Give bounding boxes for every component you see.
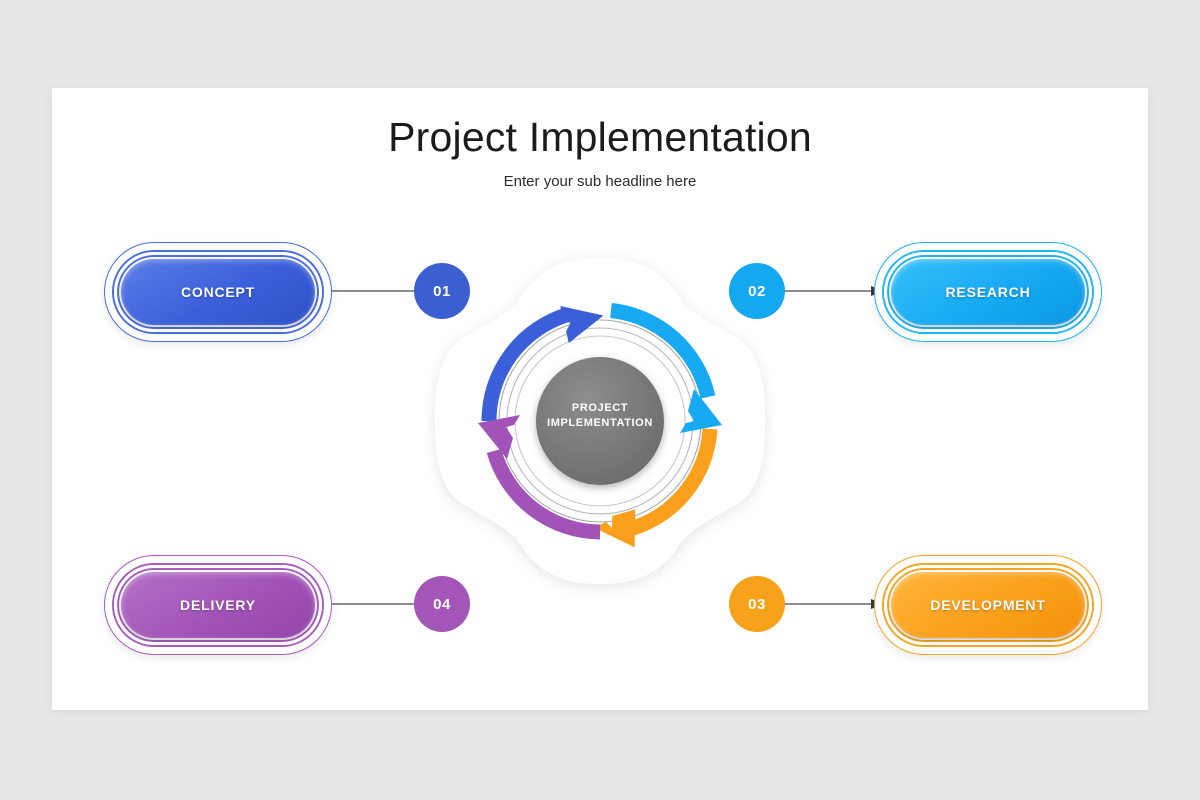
concept-arc-icon [481, 305, 604, 422]
step-badge-03-label: 03 [748, 595, 766, 613]
hub-label-line1: PROJECT [571, 402, 629, 414]
step-button-development[interactable]: DEVELOPMENT [874, 555, 1102, 655]
page-title: Project Implementation [388, 114, 812, 160]
research-arc-icon [610, 303, 722, 433]
step-badge-04-label: 04 [433, 595, 451, 613]
step-badge-04[interactable]: 04 [414, 576, 470, 632]
step-badge-01[interactable]: 01 [414, 263, 470, 319]
step-button-concept-ring [114, 252, 322, 332]
development-arc-icon [594, 428, 718, 548]
step-badge-02[interactable]: 02 [729, 263, 785, 319]
step-button-development-ring [884, 565, 1092, 645]
step-button-delivery-label: DELIVERY [121, 572, 315, 638]
page-subtitle: Enter your sub headline here [503, 173, 697, 190]
step-badge-03[interactable]: 03 [729, 576, 785, 632]
step-badge-01-label: 01 [433, 282, 451, 300]
step-button-development-label: DEVELOPMENT [891, 572, 1085, 638]
connector-arrow-development [782, 597, 884, 611]
slide-canvas: Project Implementation Enter your sub he… [52, 88, 1148, 710]
step-button-delivery[interactable]: DELIVERY [104, 555, 332, 655]
hub-label-line2: IMPLEMENTATION [547, 417, 653, 429]
step-badge-02-label: 02 [748, 282, 766, 300]
cycle-wheel: PROJECT IMPLEMENTATION [472, 293, 728, 549]
delivery-arc-icon [478, 415, 601, 540]
step-button-delivery-ring [114, 565, 322, 645]
step-button-research[interactable]: RESEARCH [874, 242, 1102, 342]
connector-arrow-research [782, 284, 884, 298]
step-button-research-label: RESEARCH [891, 259, 1085, 325]
hub-label: PROJECT IMPLEMENTATION [536, 401, 664, 431]
step-button-concept-label: CONCEPT [121, 259, 315, 325]
step-button-concept[interactable]: CONCEPT [104, 242, 332, 342]
step-button-research-ring [884, 252, 1092, 332]
